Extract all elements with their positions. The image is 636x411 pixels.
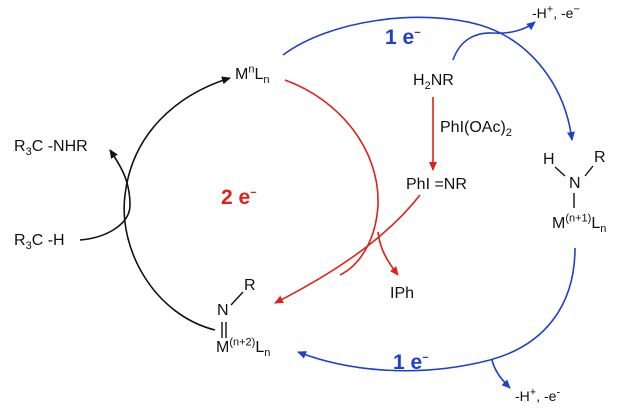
- amido-n-atom: N: [569, 175, 581, 192]
- amido-n-h-bond: [554, 166, 566, 177]
- one-electron-label-bottom: 1 e−: [393, 351, 429, 374]
- imido-n-atom: N: [217, 302, 229, 319]
- imido-n-r-bond: [230, 291, 244, 306]
- r3c-h-substrate: R3C -H: [14, 232, 65, 253]
- blue-one-electron-arc-bottom: [297, 247, 576, 372]
- imido-metal-complex: M(n+2)Ln: [216, 336, 271, 360]
- mn-ln-complex: MnLn: [235, 63, 270, 87]
- amido-metal-complex: M(n+1)Ln: [552, 212, 607, 236]
- phi-nr-iminoiodinane: PhI =NR: [406, 176, 467, 193]
- iph-byproduct: IPh: [390, 285, 415, 302]
- proton-electron-loss-bottom: -H+, -e-: [515, 386, 561, 404]
- amido-r-group: R: [594, 149, 606, 166]
- blue-spur-bottom: [491, 359, 511, 389]
- red-two-electron-arc: [284, 79, 379, 276]
- black-cycle-arc: [123, 76, 231, 331]
- two-electron-label: 2 e−: [221, 186, 257, 209]
- phi-oac2-oxidant: PhI(OAc)2: [440, 119, 512, 140]
- one-electron-label-top: 1 e−: [385, 26, 421, 49]
- h2nr-amine: H2NR: [413, 72, 454, 93]
- imido-r-group: R: [244, 277, 256, 294]
- red-nitrene-transfer-arrow: [274, 194, 421, 304]
- blue-one-electron-arc-top: [282, 16, 575, 141]
- red-iph-release-arrow: [377, 231, 399, 276]
- proton-electron-loss-top: -H+, -e−: [532, 3, 580, 21]
- c-h-amination-arrow: [79, 149, 131, 241]
- r3c-nhr-product: R3C -NHR: [14, 138, 88, 159]
- amido-n-r-bond: [584, 165, 594, 177]
- amido-h-atom: H: [543, 151, 555, 168]
- blue-spur-top: [452, 21, 536, 61]
